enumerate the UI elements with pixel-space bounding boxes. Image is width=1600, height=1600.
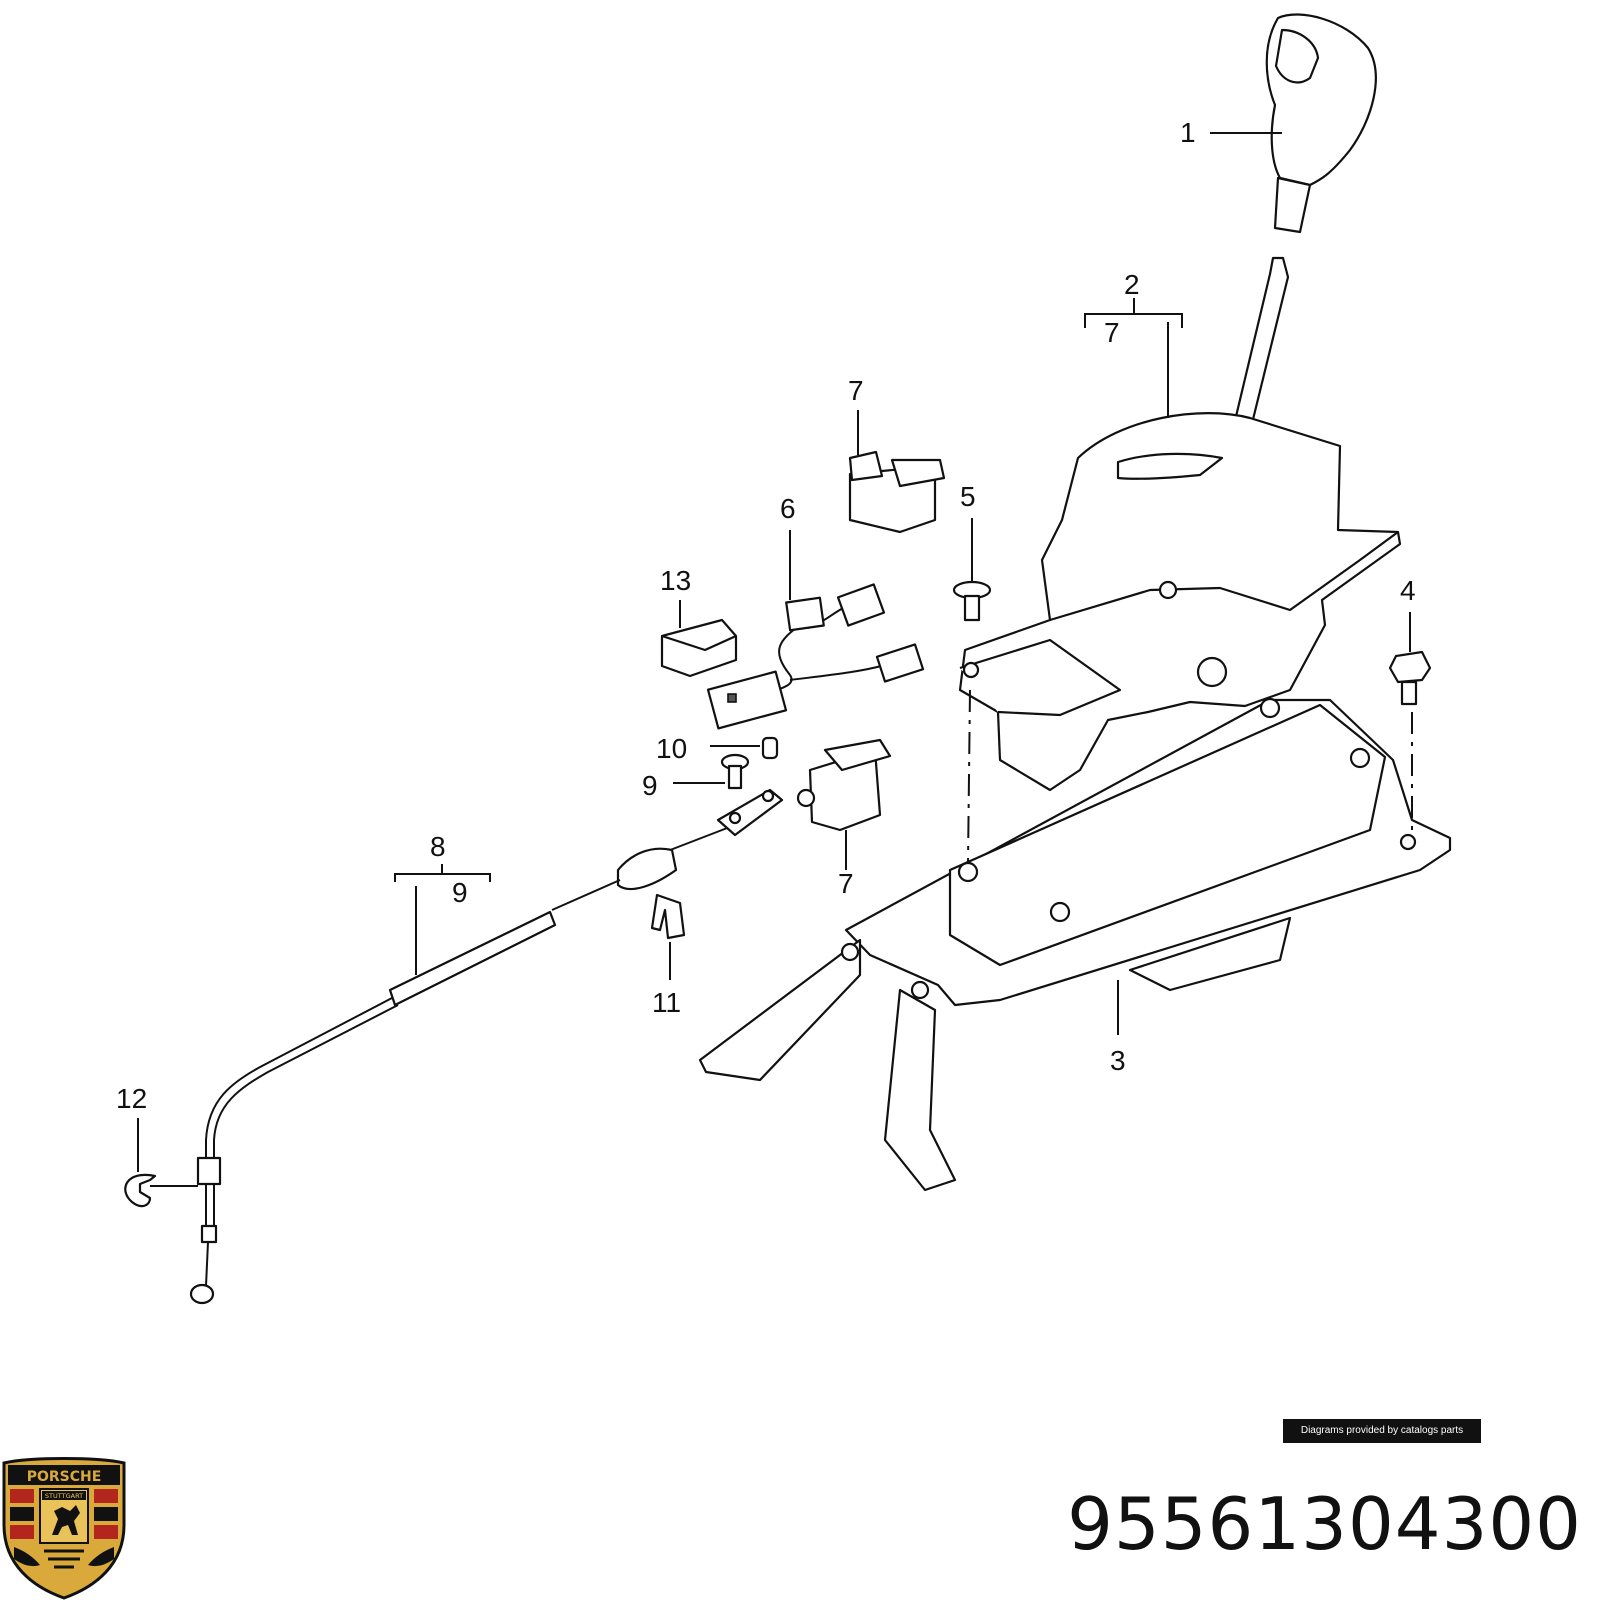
callout-13: 13 (660, 565, 691, 596)
screw-9 (673, 753, 784, 837)
part-number: 95561304300 (1067, 1482, 1582, 1566)
crest-city-text: STUTTGART (45, 1492, 83, 1500)
callout-5: 5 (960, 481, 976, 512)
callout-6: 6 (780, 493, 796, 524)
callout-8: 8 (430, 831, 446, 862)
clip-11 (650, 893, 686, 980)
diagram-credit: Diagrams provided by catalogs parts (1283, 1419, 1481, 1443)
shifter-housing (958, 256, 1402, 792)
callout-12: 12 (116, 1083, 147, 1114)
callout-2-sub: 7 (1104, 317, 1120, 348)
screw-5 (952, 518, 992, 863)
callout-10: 10 (656, 733, 687, 764)
block-13 (660, 600, 738, 678)
callout-labels: 1 2 7 3 4 5 6 7 7 8 9 9 10 11 12 13 (116, 117, 1416, 1114)
bolt-4 (1388, 612, 1432, 830)
clip-12 (124, 1118, 198, 1208)
bushing-10 (710, 736, 779, 760)
callout-1: 1 (1180, 117, 1196, 148)
gear-knob (1210, 13, 1377, 234)
callout-11: 11 (652, 987, 681, 1018)
callout-8-sub: 9 (452, 877, 468, 908)
callout-3: 3 (1110, 1045, 1126, 1076)
porsche-crest-logo: PORSCHE STUTTGART (2, 1457, 126, 1600)
callout-7-top: 7 (848, 375, 864, 406)
callout-9: 9 (642, 770, 658, 801)
switch-7-top (848, 410, 946, 534)
callout-7-bottom: 7 (838, 868, 854, 899)
callout-2: 2 (1124, 269, 1140, 300)
switch-7-bottom (796, 738, 892, 870)
shift-cable (189, 824, 736, 1305)
wiring-harness (706, 530, 925, 730)
callout-4: 4 (1400, 575, 1416, 606)
base-bracket (698, 697, 1452, 1192)
crest-brand-text: PORSCHE (27, 1469, 102, 1485)
